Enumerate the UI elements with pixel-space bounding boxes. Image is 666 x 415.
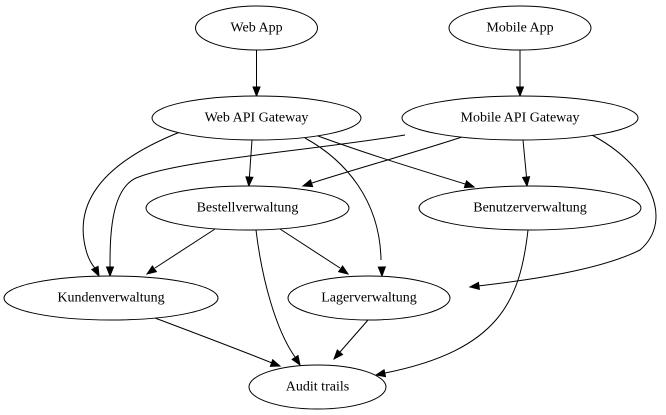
arrowhead [374, 368, 387, 378]
arrowhead [252, 86, 261, 98]
node-label-bestellverwaltung: Bestellverwaltung [197, 201, 299, 216]
edge-web-api-gateway-to-lagerverwaltung [304, 137, 387, 278]
arrowhead [245, 176, 254, 188]
edge-mobile-api-gateway-to-lagerverwaltung [468, 133, 657, 290]
edge-line [477, 133, 657, 287]
arrowhead [337, 265, 350, 275]
edge-line [384, 229, 529, 374]
node-bestellverwaltung: Bestellverwaltung [145, 185, 350, 231]
edge-mobile-api-gateway-to-bestellverwaltung [301, 136, 463, 188]
edge-line [154, 317, 273, 364]
edge-line [154, 228, 216, 269]
edge-bestellverwaltung-to-lagerverwaltung [279, 228, 350, 275]
edge-kundenverwaltung-to-audit-trails [154, 317, 282, 367]
edge-mobile-api-gateway-to-benutzerverwaltung [521, 139, 531, 188]
arrowhead [515, 86, 525, 98]
edge-web-api-gateway-to-bestellverwaltung [245, 139, 254, 188]
node-web-api-gateway: Web API Gateway [151, 95, 362, 141]
node-web-app: Web App [195, 5, 318, 51]
node-label-lagerverwaltung: Lagerverwaltung [321, 291, 417, 306]
edge-line [317, 135, 466, 185]
arrowhead [463, 180, 476, 189]
arrowhead [333, 349, 344, 361]
node-label-mobile-app: Mobile App [486, 21, 553, 36]
edge-line [279, 228, 341, 269]
edge-web-app-to-web-api-gateway [252, 50, 261, 98]
node-lagerverwaltung: Lagerverwaltung [287, 275, 451, 321]
nodes-layer: Web App Mobile App Web API Gateway Mobil… [3, 5, 642, 410]
node-mobile-api-gateway: Mobile API Gateway [401, 95, 639, 141]
edge-bestellverwaltung-to-audit-trails [255, 229, 301, 367]
edge-mobile-app-to-mobile-api-gateway [515, 50, 525, 98]
node-audit-trails: Audit trails [248, 364, 387, 410]
arrowhead [521, 176, 531, 188]
node-label-web-api-gateway: Web API Gateway [205, 111, 309, 126]
edge-mobile-api-gateway-to-kundenverwaltung [105, 134, 406, 278]
edge-benutzerverwaltung-to-audit-trails [374, 229, 529, 378]
edge-line [304, 137, 382, 261]
arrowhead [291, 354, 301, 367]
arrowhead [377, 266, 387, 278]
node-benutzerverwaltung: Benutzerverwaltung [418, 185, 642, 231]
edge-line [82, 131, 181, 269]
arrowhead [269, 358, 282, 367]
arrowhead [301, 179, 314, 188]
edge-line [339, 319, 369, 353]
node-label-mobile-api-gateway: Mobile API Gateway [461, 111, 580, 126]
arrowhead [468, 281, 480, 290]
edge-lagerverwaltung-to-audit-trails [333, 319, 369, 361]
node-label-kundenverwaltung: Kundenverwaltung [57, 291, 164, 306]
edge-line [109, 134, 406, 269]
node-label-web-app: Web App [230, 21, 282, 36]
node-kundenverwaltung: Kundenverwaltung [3, 275, 219, 321]
arrowhead [105, 266, 115, 278]
node-label-audit-trails: Audit trails [286, 380, 349, 395]
edge-web-api-gateway-to-benutzerverwaltung [317, 135, 476, 189]
edge-line [255, 229, 296, 358]
edge-line [522, 139, 527, 178]
edge-line [311, 136, 463, 184]
node-label-benutzerverwaltung: Benutzerverwaltung [473, 201, 587, 216]
edge-bestellverwaltung-to-kundenverwaltung [145, 228, 216, 275]
arrowhead [90, 265, 100, 278]
node-mobile-app: Mobile App [448, 5, 592, 51]
edges-layer [82, 50, 657, 378]
edge-web-api-gateway-to-kundenverwaltung [82, 131, 181, 278]
edge-line [248, 139, 253, 178]
arrowhead [145, 265, 158, 275]
